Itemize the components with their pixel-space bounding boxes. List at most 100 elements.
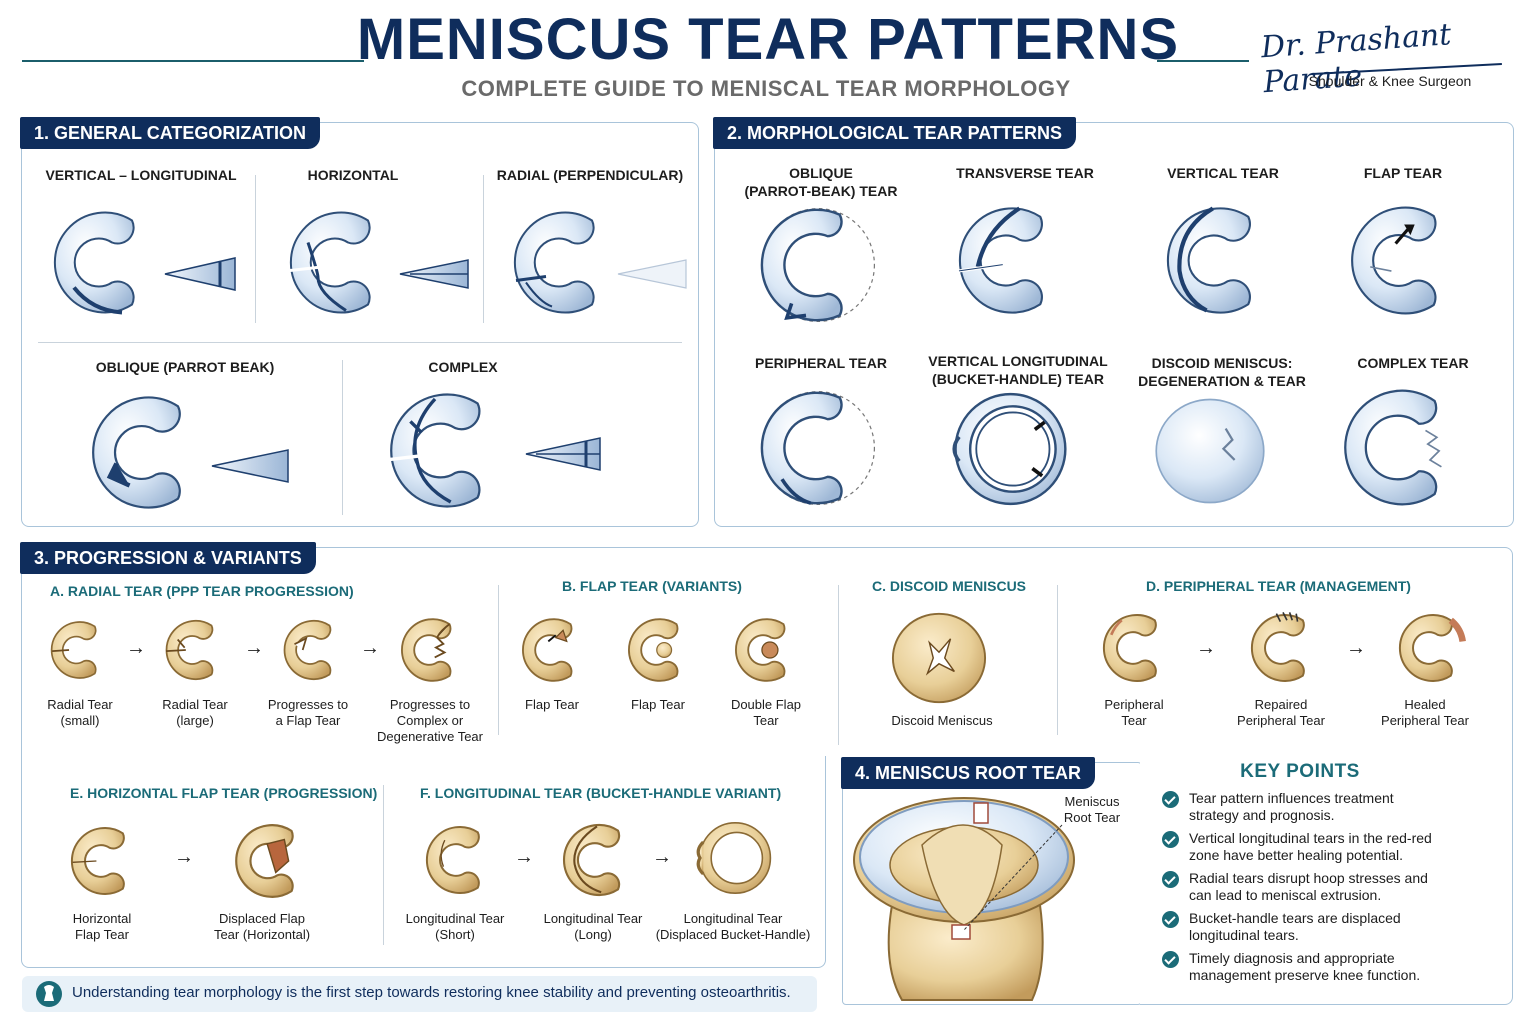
section-1-label: 1. GENERAL CATEGORIZATION [20,117,321,149]
section-morphological-patterns: 2. MORPHOLOGICAL TEAR PATTERNS [713,117,1514,527]
label-longitudinal-long: Longitudinal Tear(Long) [543,911,643,942]
arrow-right-icon: → [1196,637,1216,659]
section-4-label: 4. MENISCUS ROOT TEAR [841,757,1096,789]
divider [483,175,484,323]
arrow-right-icon: → [126,637,146,659]
double-flap-tear-illustration [735,618,786,682]
meniscus-horizontal-illustration [289,211,371,314]
divider [383,785,384,945]
divider [1057,585,1058,735]
meniscus-transverse-tear-illustration [958,206,1043,314]
caption-discoid-degeneration: DISCOID MENISCUS:DEGENERATION & TEAR [1138,355,1306,389]
check-circle-icon [1162,871,1179,888]
arrow-right-icon: → [514,846,534,868]
label-radial-small: Radial Tear(small) [47,697,113,728]
caption-complex-tear: COMPLEX TEAR [1357,355,1469,371]
subhead-horizontal-flap-progression: E. HORIZONTAL FLAP TEAR (PROGRESSION) [70,785,378,801]
arrow-right-icon: → [360,637,380,659]
flap-tear-variant-2-illustration [628,618,679,682]
longitudinal-tear-short-illustration [425,826,480,894]
caption-vertical-tear: VERTICAL TEAR [1167,165,1279,181]
label-discoid-meniscus: Discoid Meniscus [891,713,993,728]
radial-tear-large-illustration [165,619,214,681]
radial-to-flap-illustration [283,619,332,681]
caption-radial: RADIAL (PERPENDICULAR) [496,167,684,183]
wedge-complex-illustration [525,437,601,471]
title-rule-right [1157,60,1249,62]
label-radial-large: Radial Tear(large) [162,697,228,728]
wedge-radial-illustration [617,259,687,289]
discoid-meniscus-illustration [891,612,987,704]
label-longitudinal-short: Longitudinal Tear(Short) [405,911,505,942]
displaced-bucket-handle-illustration [696,822,772,894]
label-flap-tear-2: Flap Tear [631,697,685,712]
divider [342,360,343,515]
arrow-right-icon: → [174,846,194,868]
caption-transverse-tear: TRANSVERSE TEAR [956,165,1094,181]
subhead-flap-tear-variants: B. FLAP TEAR (VARIANTS) [562,578,742,594]
author-role: Shoulder & Knee Surgeon [1308,73,1472,89]
arrow-right-icon: → [652,846,672,868]
peripheral-tear-illustration [1102,614,1157,682]
divider [38,342,682,343]
caption-complex: COMPLEX [428,359,498,375]
meniscus-complex-illustration [390,393,481,508]
meniscus-vertical-tear-illustration [1166,206,1251,314]
check-circle-icon [1162,831,1179,848]
meniscus-flap-tear-illustration [1351,206,1437,315]
check-circle-icon [1162,791,1179,808]
check-circle-icon [1162,911,1179,928]
caption-oblique-parrot-beak-tear: OBLIQUE(PARROT-BEAK) TEAR [744,165,898,199]
section-2-label: 2. MORPHOLOGICAL TEAR PATTERNS [713,117,1077,149]
check-circle-icon [1162,951,1179,968]
longitudinal-tear-long-illustration [562,823,621,897]
radial-to-complex-illustration [401,618,452,682]
subhead-longitudinal-bucket-handle: F. LONGITUDINAL TEAR (BUCKET-HANDLE VARI… [420,785,782,801]
subhead-discoid-meniscus: C. DISCOID MENISCUS [872,578,1027,594]
arrow-right-icon: → [1346,637,1366,659]
caption-oblique: OBLIQUE (PARROT BEAK) [95,359,275,375]
divider [255,175,256,323]
subpanel-horizontal-longitudinal [21,756,826,968]
subhead-radial-tear-progression: A. RADIAL TEAR (PPP TEAR PROGRESSION) [50,583,354,599]
footer-banner [22,976,817,1012]
title-rule-left [22,60,364,62]
label-displaced-bucket-handle: Longitudinal Tear(Displaced Bucket-Handl… [655,911,811,942]
meniscus-bucket-handle-illustration [952,392,1067,506]
flap-tear-variant-1-illustration [522,618,573,682]
section-key-points [1140,754,1513,1005]
knee-logo-icon [36,981,62,1007]
wedge-oblique-illustration [211,449,289,483]
displaced-flap-tear-illustration [235,824,294,898]
label-flap-tear-1: Flap Tear [525,697,579,712]
divider [838,585,839,745]
knee-root-tear-illustration [853,797,1075,1001]
repaired-peripheral-tear-illustration [1250,611,1305,682]
key-points-title: KEY POINTS [1240,761,1360,782]
key-point-2: Vertical longitudinal tears in the red-r… [1162,830,1462,864]
meniscus-oblique-illustration [92,396,181,509]
page-subtitle: COMPLETE GUIDE TO MENISCAL TEAR MORPHOLO… [461,76,1071,101]
divider [498,585,499,735]
meniscus-peripheral-tear-illustration [760,391,875,505]
healed-peripheral-tear-illustration [1398,614,1466,682]
wedge-horizontal-illustration [399,259,469,289]
wedge-vertical-illustration [164,257,236,291]
footer-message: Understanding tear morphology is the fir… [72,984,791,1001]
discoid-meniscus-degeneration-illustration [1155,398,1265,504]
caption-peripheral-tear: PERIPHERAL TEAR [755,355,887,371]
caption-flap-tear: FLAP TEAR [1363,165,1443,181]
radial-tear-small-illustration [50,621,97,679]
arrow-right-icon: → [244,637,264,659]
caption-bucket-handle-tear: VERTICAL LONGITUDINAL(BUCKET-HANDLE) TEA… [928,353,1108,387]
meniscus-oblique-tear-illustration [760,208,875,322]
